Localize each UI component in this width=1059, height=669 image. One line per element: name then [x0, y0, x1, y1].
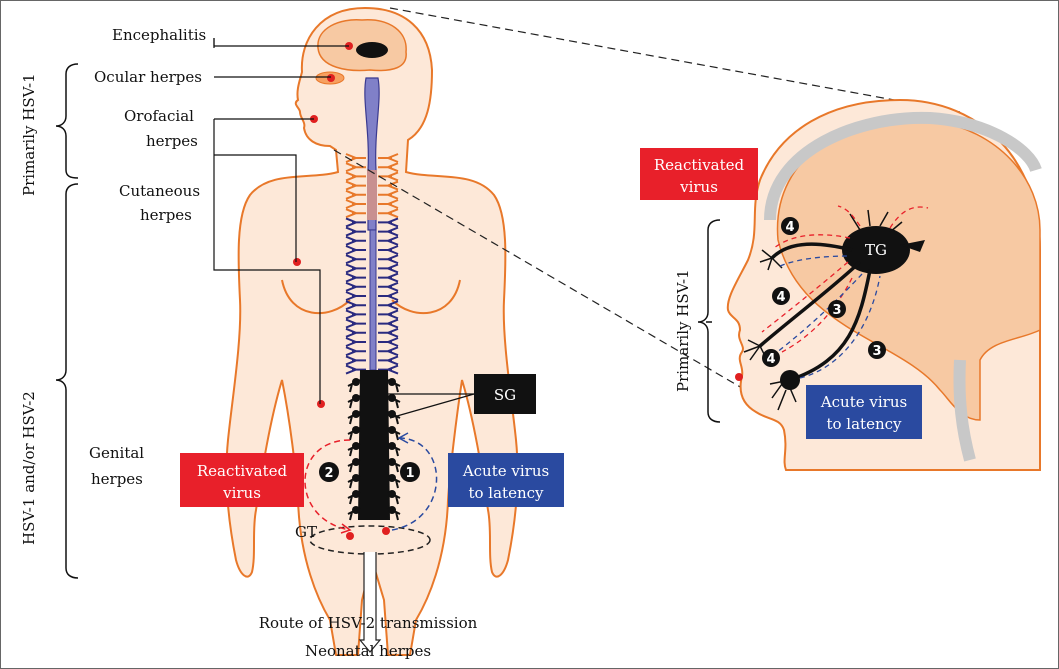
ganglion-node [352, 490, 360, 498]
sacral-ganglia [358, 370, 390, 520]
label-neonatal-herpes: Neonatal herpes [305, 642, 431, 660]
step-3-head-a-label: 3 [832, 303, 841, 318]
head-acute-line1: Acute virus [820, 393, 907, 411]
head-acute-line2: to latency [826, 415, 902, 433]
dot-cutaneous [293, 258, 301, 266]
midbrain [356, 42, 388, 58]
step-3-head-b-label: 3 [872, 344, 881, 359]
label-sg: SG [494, 386, 516, 404]
ganglion-node [352, 506, 360, 514]
step-4-head-a-label: 4 [785, 220, 794, 235]
head-label-primarily-hsv1: Primarily HSV-1 [674, 269, 692, 392]
step-1-body-label: 1 [405, 466, 414, 481]
acute-line1: Acute virus [462, 462, 549, 480]
reactivated-line2: virus [222, 484, 261, 502]
label-genital-2: herpes [91, 470, 143, 488]
dot-gt-left [346, 532, 354, 540]
ganglion-node [388, 490, 396, 498]
dot-lip [735, 373, 743, 381]
cervical-segment [367, 170, 377, 220]
ganglion-node [352, 442, 360, 450]
reactivated-line1: Reactivated [197, 462, 288, 480]
label-encephalitis: Encephalitis [112, 26, 206, 44]
dot-genital [317, 400, 325, 408]
branch-knot [780, 370, 800, 390]
label-orofacial-2: herpes [146, 132, 198, 150]
label-hsv1-and-or-hsv2: HSV-1 and/or HSV-2 [20, 391, 38, 545]
step-4-head-c-label: 4 [766, 352, 775, 367]
label-orofacial-1: Orofacial [124, 107, 194, 125]
ganglion-node [352, 426, 360, 434]
label-gt: GT [295, 523, 317, 541]
ganglion-node [388, 458, 396, 466]
ganglion-node [388, 442, 396, 450]
ganglion-node [388, 474, 396, 482]
label-route-transmission: Route of HSV-2 transmission [259, 614, 478, 632]
ganglion-node [352, 474, 360, 482]
dot-gt-right [382, 527, 390, 535]
dot-ocular [327, 74, 335, 82]
acute-line2: to latency [468, 484, 544, 502]
head-reactivated-line1: Reactivated [654, 156, 745, 174]
ganglion-node [352, 410, 360, 418]
label-genital-1: Genital [89, 444, 144, 462]
ganglion-node [352, 394, 360, 402]
label-cutaneous-2: herpes [140, 206, 192, 224]
ganglion-node [388, 394, 396, 402]
spinal-cord-lower [370, 230, 376, 370]
ganglion-node [352, 458, 360, 466]
ganglion-node [388, 378, 396, 386]
label-cutaneous-1: Cutaneous [119, 182, 200, 200]
step-4-head-b-label: 4 [776, 290, 785, 305]
head-reactivated-line2: virus [679, 178, 718, 196]
step-2-body-label: 2 [324, 466, 333, 481]
ganglion-node [352, 378, 360, 386]
label-primarily-hsv1: Primarily HSV-1 [20, 73, 38, 196]
label-ocular-herpes: Ocular herpes [94, 68, 202, 86]
ganglion-node [388, 506, 396, 514]
label-tg: TG [865, 241, 887, 259]
ganglion-node [388, 426, 396, 434]
